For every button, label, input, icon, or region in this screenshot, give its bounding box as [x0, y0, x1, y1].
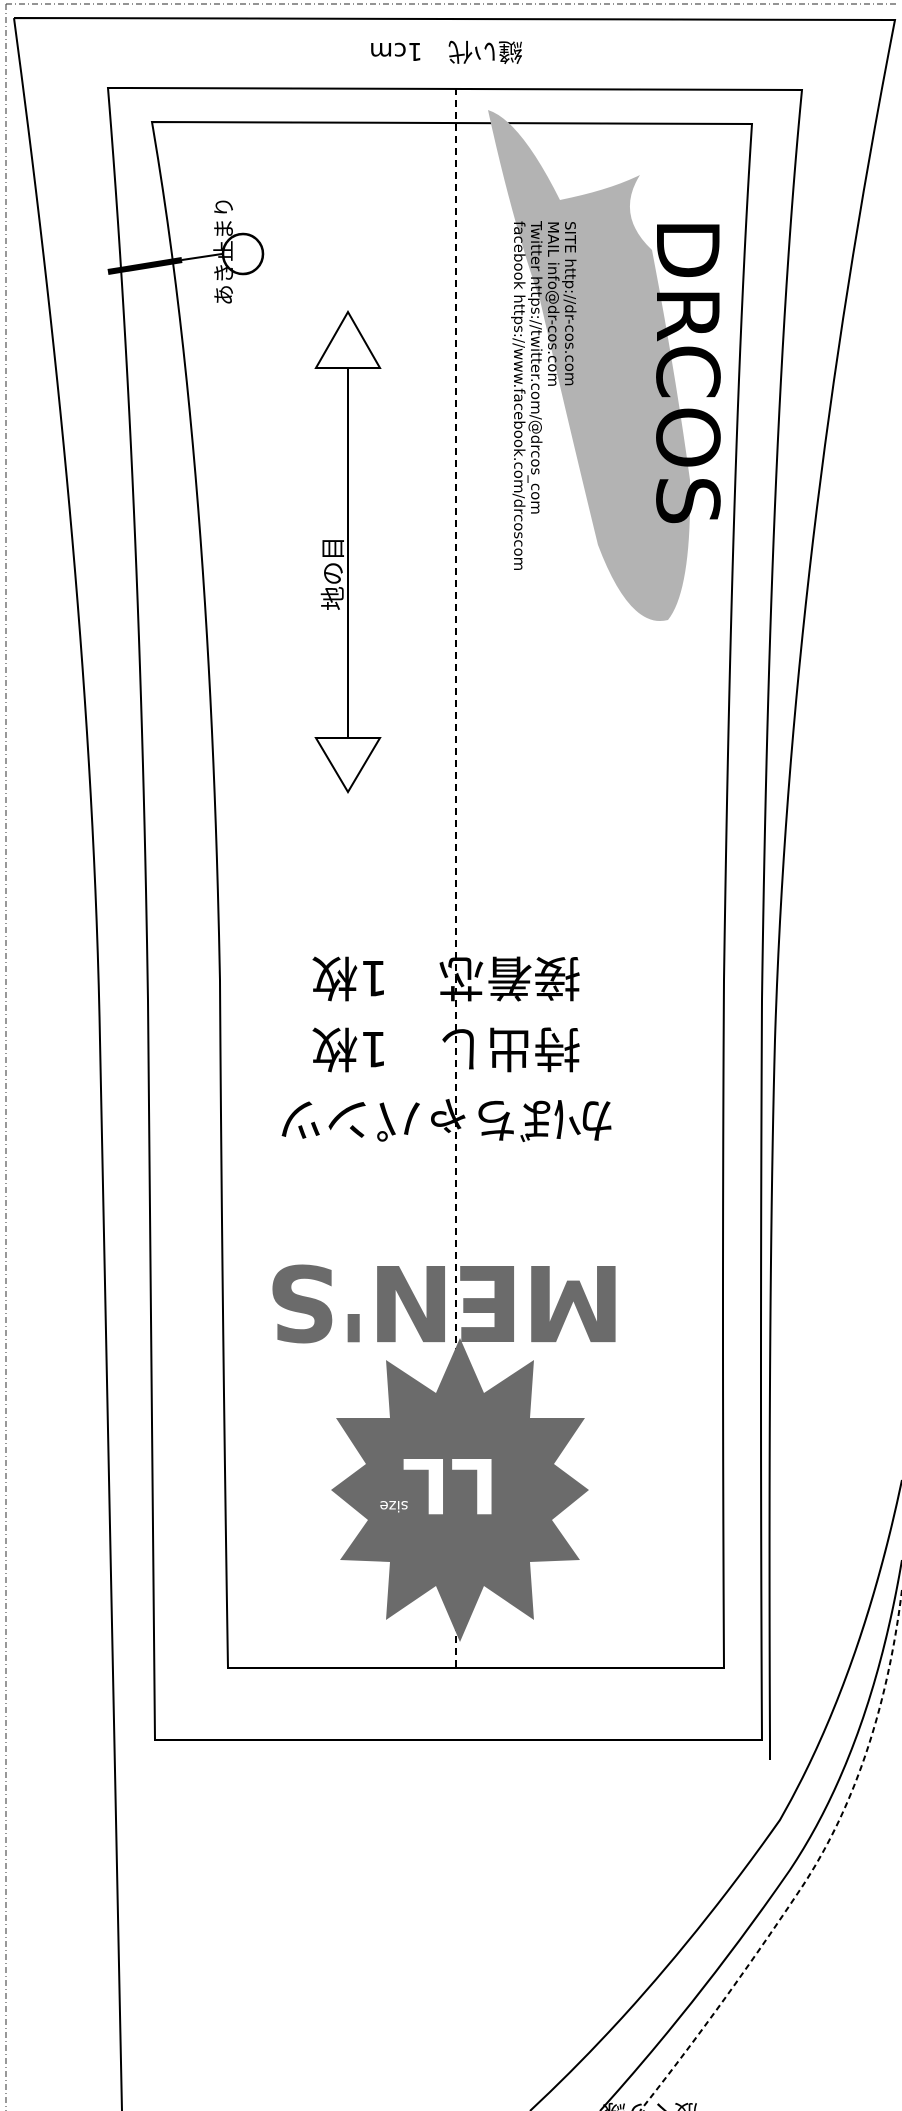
- brand-twitter: Twitter https://twitter.com/@drcos_com: [526, 220, 545, 515]
- placement-mark-label: あき止まり: [213, 196, 238, 306]
- brush-decoration: [488, 110, 691, 622]
- finish-line-inner: [150, 120, 754, 1669]
- brand-logo: DRCOS: [636, 216, 736, 530]
- size-caption: size: [379, 1497, 408, 1515]
- placement-mark-icon: [107, 232, 265, 276]
- sheet-border: [5, 3, 896, 2111]
- cutting-line-2: 持出し 1枚: [311, 1020, 582, 1076]
- cutting-line-3: 接着芯 1枚: [311, 949, 582, 1005]
- seam-allowance-label: 縫い代 1cm: [369, 37, 523, 66]
- brand-mail: MAIL info@dr-cos.com: [544, 221, 562, 387]
- crotch-curves: [529, 1479, 902, 2111]
- brand-site: SITE http://dr-cos.com: [561, 221, 579, 387]
- brand-facebook: facebook https://www.facebook.com/drcosc…: [510, 221, 528, 571]
- size-label: LL: [402, 1441, 499, 1530]
- cutting-line-outer: [13, 17, 897, 2111]
- cutting-line-1: かぼちゃパンツ: [277, 1091, 615, 1147]
- crotch-line-label: 股ぐり線: [602, 2099, 698, 2111]
- grain-line-label: 地の目: [319, 536, 348, 611]
- seam-line-middle: [106, 86, 804, 1741]
- category-label: MEN'S: [267, 1241, 625, 1363]
- grain-arrow-icon: [314, 309, 382, 794]
- size-starburst-icon: [331, 1338, 589, 1642]
